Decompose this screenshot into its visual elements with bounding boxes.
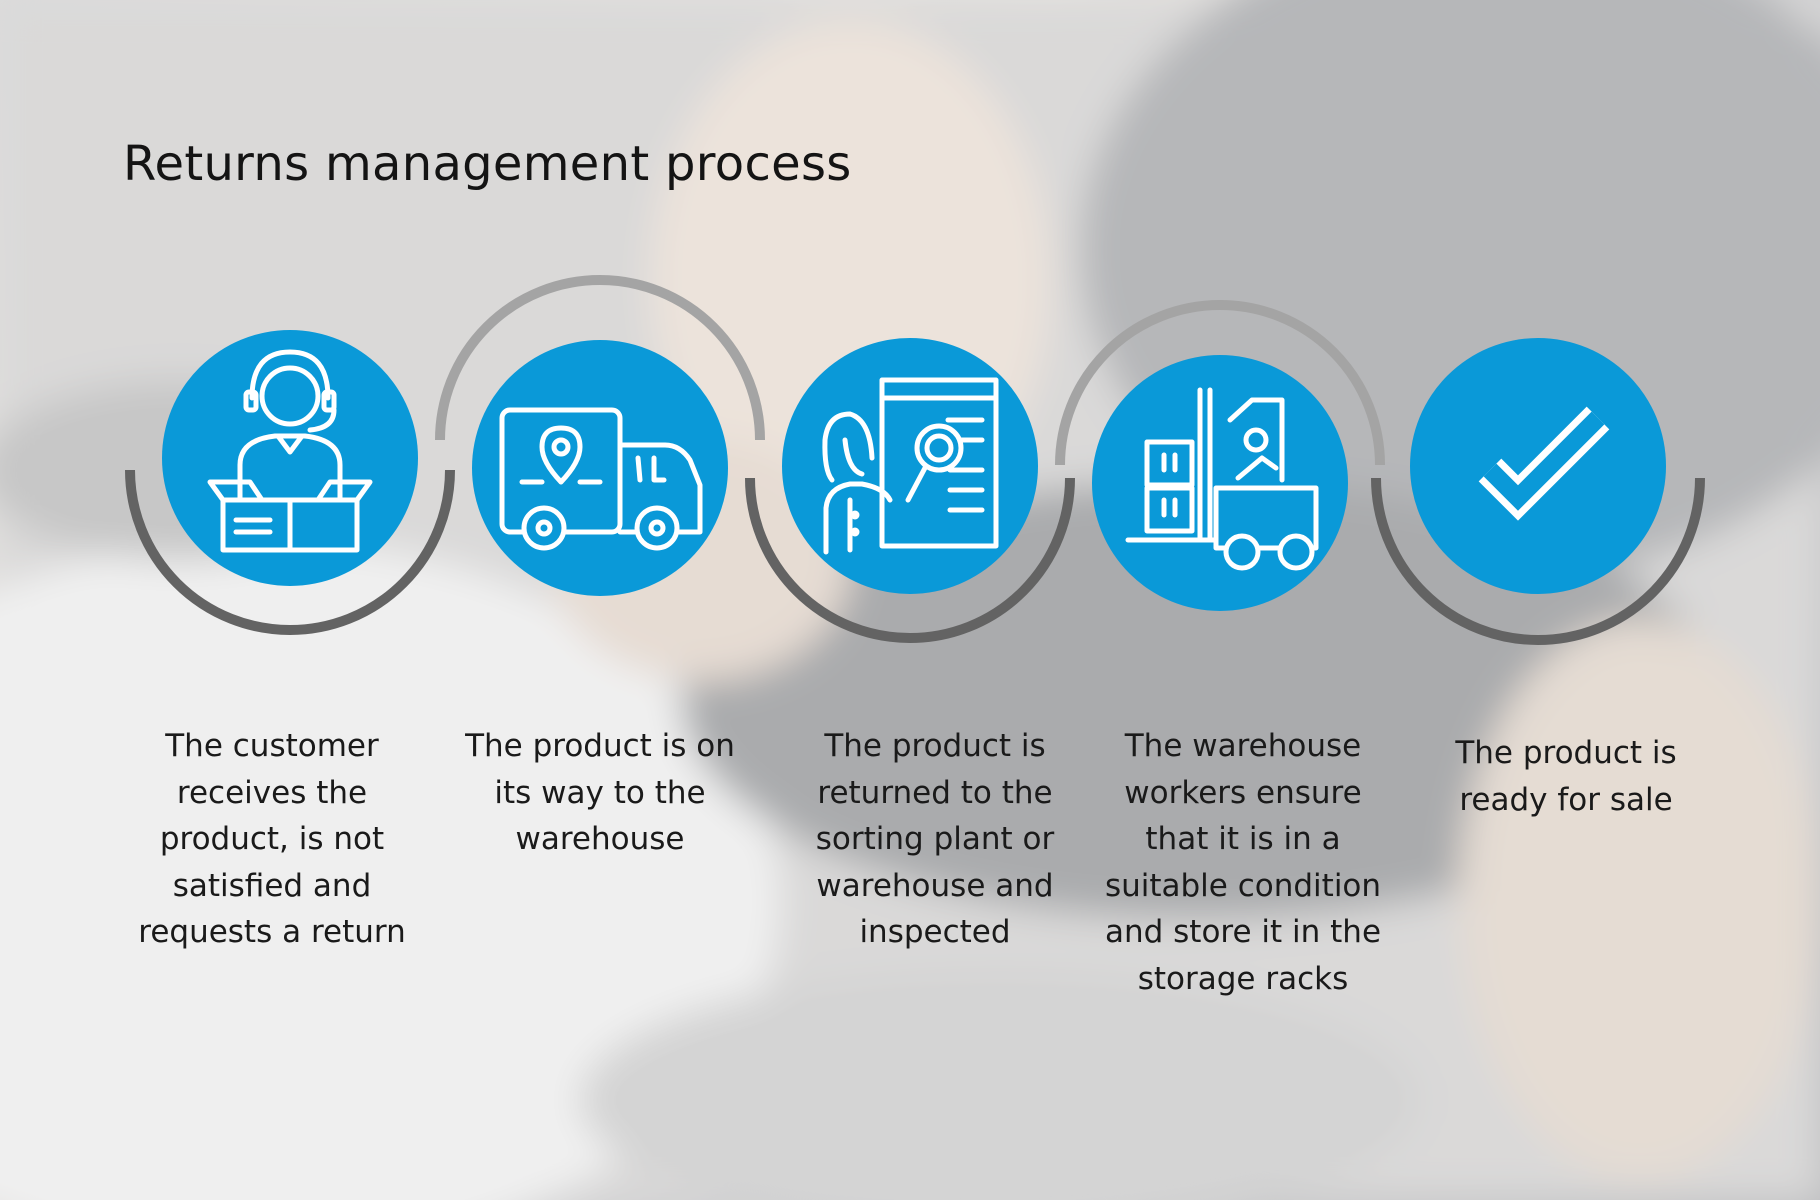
step-4-line: The warehouse	[1124, 728, 1362, 764]
step-2-description: The product is on its way to the warehouse	[450, 723, 750, 863]
step-4-line: suitable condition	[1104, 867, 1382, 904]
step-5	[1371, 338, 1705, 645]
step-4-description: The warehouse workers ensure that it is in…	[1093, 723, 1393, 1002]
step-2-line: warehouse	[515, 821, 685, 857]
step-4-line: that it is in a	[1145, 821, 1341, 857]
step-4-arc	[1055, 300, 1385, 466]
step-3-circle	[782, 338, 1038, 594]
checkmark-icon	[1478, 406, 1610, 521]
step-2-circle	[472, 340, 728, 596]
step-3-line: inspected	[859, 914, 1011, 950]
inspection-magnifier-icon	[822, 377, 999, 555]
step-3-line: sorting plant or	[815, 821, 1055, 857]
step-4-line: storage racks	[1137, 960, 1349, 997]
step-4	[1055, 300, 1385, 611]
diagram-title: Returns management process	[123, 136, 852, 192]
step-1-line: The customer	[165, 728, 379, 764]
step-2-line: its way to the	[494, 774, 706, 811]
step-5-arc	[1371, 477, 1705, 645]
step-5-line: ready for sale	[1459, 781, 1673, 818]
step-3	[745, 338, 1075, 643]
step-1-description: The customer receives the product, is not s…	[122, 723, 422, 956]
step-1-line: product, is not	[159, 821, 385, 857]
step-3-arc	[745, 477, 1075, 643]
step-4-circle	[1092, 355, 1348, 611]
step-5-line: The product is	[1455, 735, 1677, 771]
step-1-circle	[162, 330, 418, 586]
step-4-line: and store it in the	[1104, 914, 1382, 950]
step-1-arc	[125, 469, 455, 635]
forklift-boxes-icon	[1125, 387, 1319, 571]
step-3-line: warehouse and	[816, 867, 1054, 904]
step-2	[435, 275, 765, 596]
step-2-line: The product is on	[465, 728, 735, 764]
delivery-truck-location-icon	[499, 407, 703, 551]
step-1-line: satisfied and	[172, 867, 372, 904]
step-1	[125, 330, 455, 635]
step-1-line: requests a return	[138, 914, 406, 950]
step-3-line: returned to the	[817, 774, 1053, 811]
step-3-description: The product is returned to the sorting pla…	[785, 723, 1085, 956]
step-5-description: The product is ready for sale	[1416, 730, 1716, 823]
customer-support-with-box-icon	[207, 349, 373, 553]
step-4-line: workers ensure	[1124, 774, 1362, 811]
step-2-arc	[435, 275, 765, 441]
step-1-line: receives the	[176, 774, 368, 811]
step-3-line: The product is	[824, 728, 1046, 764]
